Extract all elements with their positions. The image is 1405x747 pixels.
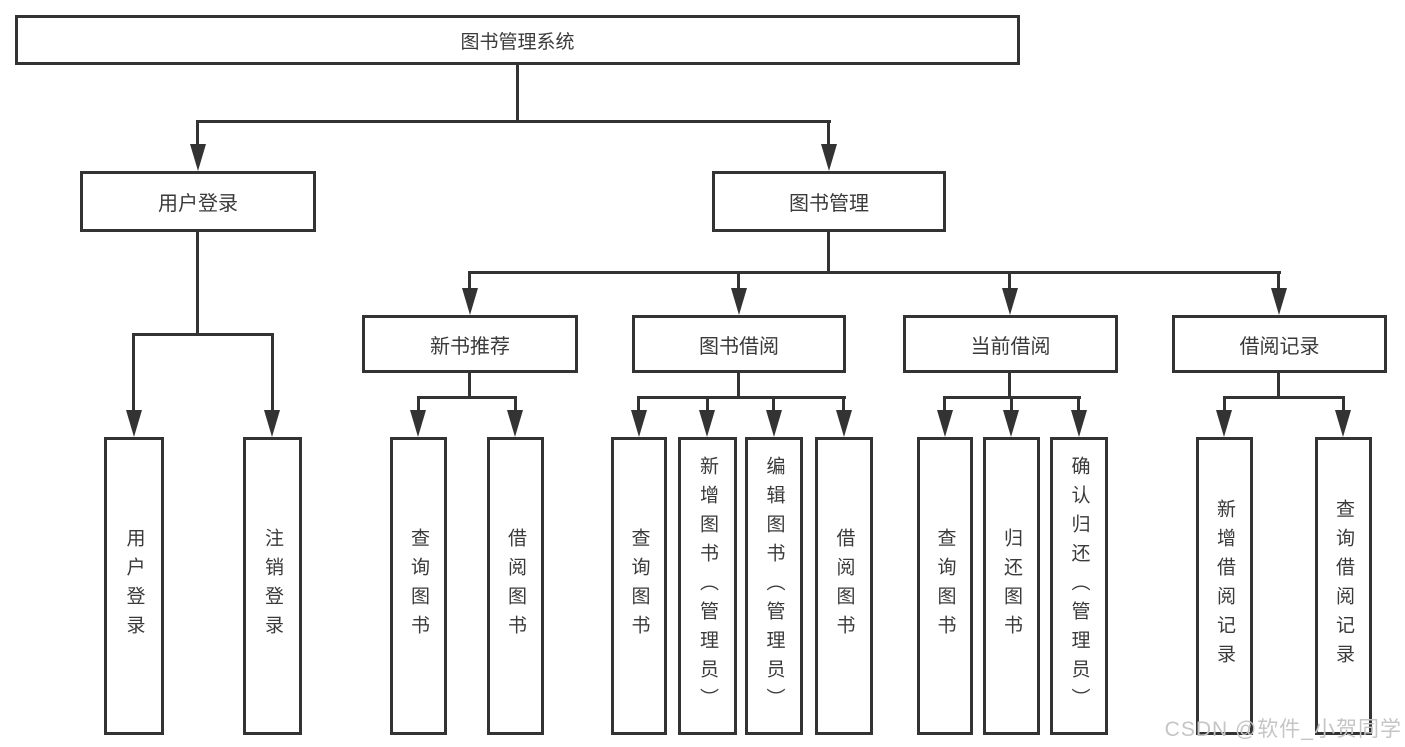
- leaf-query-books-recommend: 查询图书: [390, 437, 447, 735]
- connector-root-stem: [516, 65, 519, 120]
- leaf-query-books-borrowing: 查询图书: [611, 437, 667, 735]
- leaf-borrow-books-borrowing: 借阅图书: [815, 437, 873, 735]
- node-new-book-recommend-label: 新书推荐: [430, 335, 510, 358]
- leaf-query-books-borrowing-label: 查询图书: [628, 528, 650, 644]
- arrow-down-icon: [1002, 288, 1018, 315]
- leaf-user-login-label: 用户登录: [123, 528, 145, 644]
- arrow-down-icon: [190, 144, 206, 171]
- connector-book-borrowing-rail: [638, 396, 846, 399]
- node-current-borrowing: 当前借阅: [903, 315, 1118, 373]
- arrow-down-icon: [507, 410, 523, 437]
- connector-book-management-rail: [468, 271, 1281, 274]
- connector-to-leaf-user-login: [132, 333, 135, 413]
- leaf-add-borrow-record: 新增借阅记录: [1196, 437, 1253, 735]
- leaf-borrow-books-recommend: 借阅图书: [487, 437, 544, 735]
- leaf-borrow-books-recommend-label: 借阅图书: [505, 528, 526, 644]
- connector-to-borrowing-records: [1277, 271, 1280, 291]
- connector-leaf-stem: [842, 396, 845, 413]
- connector-root-rail: [196, 120, 831, 123]
- leaf-confirm-return-admin: 确认归还（管理员）: [1050, 437, 1108, 735]
- connector-borrowing-records-rail: [1223, 396, 1345, 399]
- connector-leaf-stem: [417, 396, 420, 413]
- connector-leaf-stem: [1342, 396, 1345, 413]
- arrow-down-icon: [1335, 410, 1351, 437]
- connector-root-to-user-login: [196, 120, 199, 150]
- arrow-down-icon: [937, 410, 953, 437]
- connector-leaf-stem: [943, 396, 946, 413]
- connector-book-borrowing-stem: [737, 373, 740, 399]
- arrow-down-icon: [699, 410, 715, 437]
- arrow-down-icon: [1071, 410, 1087, 437]
- node-root-label: 图书管理系统: [460, 31, 575, 53]
- node-root: 图书管理系统: [15, 15, 1020, 65]
- connector-new-book-rail: [417, 396, 517, 399]
- connector-to-book-borrowing: [737, 271, 740, 291]
- connector-new-book-stem: [468, 373, 471, 399]
- arrow-down-icon: [821, 144, 837, 171]
- leaf-query-borrow-record: 查询借阅记录: [1315, 437, 1372, 735]
- connector-to-current-borrowing: [1008, 271, 1011, 291]
- csdn-watermark: CSDN @软件_小贺同学: [1164, 718, 1402, 741]
- connector-leaf-stem: [772, 396, 775, 413]
- leaf-query-borrow-record-label: 查询借阅记录: [1333, 499, 1354, 673]
- arrow-down-icon: [1216, 410, 1232, 437]
- connector-user-login-rail: [132, 333, 274, 336]
- leaf-edit-books-admin: 编辑图书（管理员）: [745, 437, 803, 735]
- node-book-borrowing: 图书借阅: [632, 315, 846, 373]
- arrow-down-icon: [1003, 410, 1019, 437]
- leaf-query-books-current: 查询图书: [917, 437, 973, 735]
- arrow-down-icon: [264, 410, 280, 437]
- leaf-query-books-recommend-label: 查询图书: [408, 528, 429, 644]
- connector-leaf-stem: [1077, 396, 1080, 413]
- connector-leaf-stem: [1223, 396, 1226, 413]
- connector-borrowing-records-stem: [1277, 373, 1280, 399]
- leaf-add-borrow-record-label: 新增借阅记录: [1214, 499, 1235, 673]
- arrow-down-icon: [836, 410, 852, 437]
- node-new-book-recommend: 新书推荐: [362, 315, 578, 373]
- connector-leaf-stem: [514, 396, 517, 413]
- leaf-logout: 注销登录: [243, 437, 302, 735]
- node-borrowing-records: 借阅记录: [1172, 315, 1387, 373]
- leaf-add-books-admin-label: 新增图书（管理员）: [697, 455, 718, 717]
- node-book-borrowing-label: 图书借阅: [699, 335, 779, 358]
- node-book-management-label: 图书管理: [789, 193, 869, 215]
- arrow-down-icon: [462, 288, 478, 315]
- leaf-logout-label: 注销登录: [262, 528, 283, 644]
- connector-book-management-stem: [827, 232, 830, 274]
- leaf-add-books-admin: 新增图书（管理员）: [678, 437, 737, 735]
- arrow-down-icon: [1271, 288, 1287, 315]
- connector-current-borrowing-stem: [1008, 373, 1011, 399]
- arrow-down-icon: [731, 288, 747, 315]
- connector-to-leaf-logout: [271, 333, 274, 413]
- node-borrowing-records-label: 借阅记录: [1239, 335, 1320, 358]
- leaf-return-books-label: 归还图书: [1001, 528, 1022, 644]
- leaf-edit-books-admin-label: 编辑图书（管理员）: [763, 455, 785, 717]
- connector-user-login-stem: [196, 232, 199, 335]
- arrow-down-icon: [126, 410, 142, 437]
- node-book-management: 图书管理: [712, 171, 946, 232]
- connector-leaf-stem: [637, 396, 640, 413]
- arrow-down-icon: [631, 410, 647, 437]
- arrow-down-icon: [410, 410, 426, 437]
- leaf-confirm-return-admin-label: 确认归还（管理员）: [1068, 455, 1090, 717]
- leaf-query-books-current-label: 查询图书: [934, 528, 956, 644]
- leaf-return-books: 归还图书: [983, 437, 1040, 735]
- leaf-user-login: 用户登录: [104, 437, 164, 735]
- connector-leaf-stem: [1010, 396, 1013, 413]
- node-current-borrowing-label: 当前借阅: [970, 335, 1051, 358]
- connector-leaf-stem: [706, 396, 709, 413]
- arrow-down-icon: [766, 410, 782, 437]
- connector-root-to-book-management: [827, 120, 830, 150]
- node-user-login: 用户登录: [80, 171, 316, 232]
- connector-to-new-book-recommend: [468, 271, 471, 291]
- node-user-login-label: 用户登录: [158, 193, 238, 215]
- leaf-borrow-books-borrowing-label: 借阅图书: [833, 528, 855, 644]
